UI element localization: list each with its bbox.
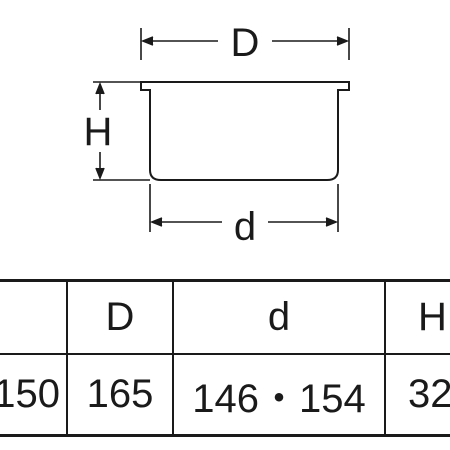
table-header-cell: D xyxy=(105,295,135,339)
table-header-cell: H xyxy=(418,295,447,339)
table-header-cell: d xyxy=(267,295,291,339)
table-column-divider xyxy=(172,279,174,437)
dimension-h xyxy=(93,81,150,181)
table-header-cell xyxy=(0,282,66,353)
label-top-width: D xyxy=(231,21,260,65)
table-cell: 32 xyxy=(408,372,450,416)
table-column-divider xyxy=(384,279,386,437)
table-cell: 165 xyxy=(86,372,154,416)
table-bottom-border xyxy=(0,434,450,437)
cup-dimension-diagram: D H d xyxy=(84,21,350,249)
table-cell: 150 xyxy=(0,372,60,416)
table-column-divider xyxy=(66,279,68,437)
table-cell: 146・154 xyxy=(192,376,366,421)
dimension-d-upper xyxy=(140,28,350,60)
label-bottom-width: d xyxy=(234,205,256,249)
table-row-divider xyxy=(0,353,450,355)
table-top-border xyxy=(0,279,450,282)
dimension-d-lower xyxy=(149,184,339,232)
label-height: H xyxy=(84,110,113,154)
cup-outline xyxy=(140,81,350,181)
dimension-table: D d H 150 165 146・154 32 xyxy=(0,279,450,437)
